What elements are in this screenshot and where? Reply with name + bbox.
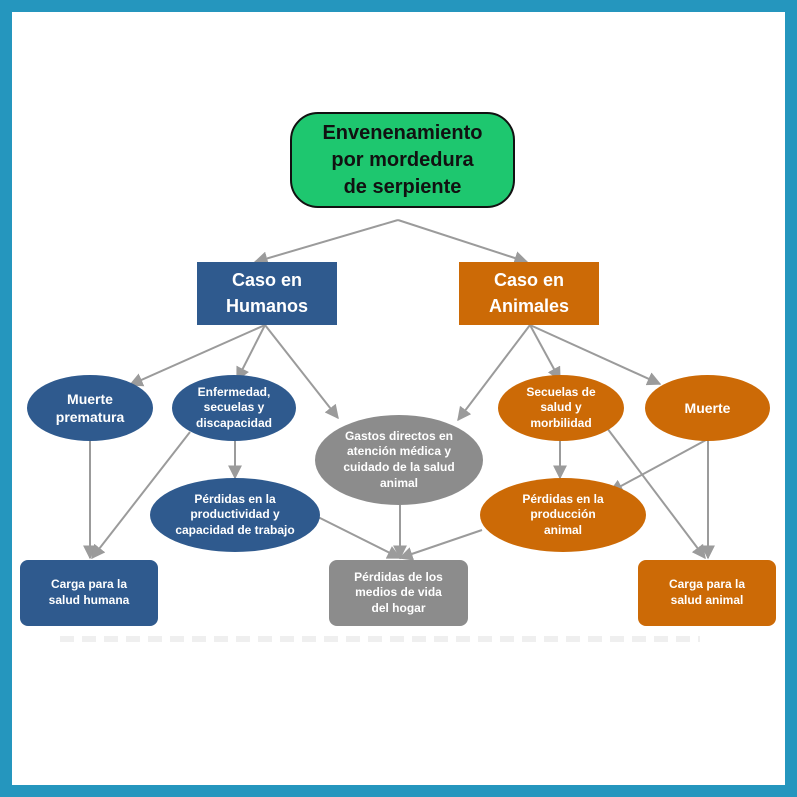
arrow-animals-to-direct-costs — [457, 324, 531, 422]
arrow-humans-to-disease — [236, 324, 266, 382]
production-loss-label: Pérdidas en la producción animal — [522, 491, 604, 537]
arrow-production-loss-to-livelihood — [398, 529, 483, 561]
arrow-health-sequelae-to-animal-burden — [606, 427, 706, 560]
disease-sequelae-node: Enfermedad, secuelas y discapacidad — [172, 375, 296, 441]
death-label: Muerte — [684, 399, 731, 416]
arrow-animals-to-health-sequelae — [529, 324, 561, 382]
direct-costs-label: Gastos directos en atención médica y cui… — [343, 428, 455, 490]
health-sequelae-label: Secuelas de salud y morbilidad — [526, 384, 596, 430]
animal-burden-node: Carga para la salud animal — [638, 560, 776, 626]
productivity-loss-node: Pérdidas en la productividad y capacidad… — [150, 478, 320, 552]
arrow-animals-to-death — [529, 324, 662, 386]
disease-sequelae-label: Enfermedad, secuelas y discapacidad — [195, 384, 273, 430]
productivity-loss-label: Pérdidas en la productividad y capacidad… — [175, 491, 295, 537]
arrow-humans-to-premature-death — [128, 324, 266, 387]
arrow-disease-to-human-burden — [91, 431, 191, 560]
production-loss-node: Pérdidas en la producción animal — [480, 478, 646, 552]
faded-caption-trace — [60, 636, 700, 642]
livelihood-loss-label: Pérdidas de los medios de vida del hogar — [354, 569, 443, 615]
arrow-humans-to-direct-costs — [264, 324, 339, 420]
arrow-death-to-production — [608, 439, 707, 493]
death-node: Muerte — [645, 375, 770, 441]
premature-death-label: Muerte prematura — [55, 390, 125, 425]
animal-burden-label: Carga para la salud animal — [668, 577, 746, 607]
direct-costs-node: Gastos directos en atención médica y cui… — [315, 415, 483, 505]
human-burden-label: Carga para la salud humana — [48, 577, 130, 607]
root-label: Envenenamiento por mordedura de serpient… — [322, 121, 483, 198]
arrow-root-to-humans — [253, 219, 399, 266]
human-burden-node: Carga para la salud humana — [20, 560, 158, 626]
animals-node: Caso en Animales — [459, 262, 599, 325]
humans-label: Caso en Humanos — [225, 270, 308, 316]
root-node: Envenenamiento por mordedura de serpient… — [290, 112, 515, 208]
animals-label: Caso en Animales — [488, 270, 570, 316]
livelihood-loss-node: Pérdidas de los medios de vida del hogar — [329, 560, 468, 626]
arrow-productivity-to-livelihood — [317, 516, 402, 559]
health-sequelae-node: Secuelas de salud y morbilidad — [498, 375, 624, 441]
humans-node: Caso en Humanos — [197, 262, 337, 325]
premature-death-node: Muerte prematura — [27, 375, 153, 441]
arrow-root-to-animals — [397, 219, 529, 265]
